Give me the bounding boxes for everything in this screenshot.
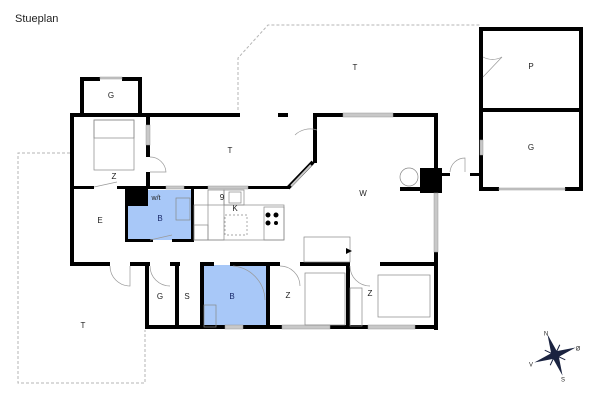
compass-icon <box>534 334 576 376</box>
compass-o: Ø <box>576 347 581 353</box>
room-label: 9 <box>220 193 225 202</box>
room-label: K <box>232 204 238 213</box>
room-label: B <box>157 214 162 223</box>
room-label: G <box>108 91 114 100</box>
page-title: Stueplan <box>15 13 59 25</box>
walls <box>70 27 583 330</box>
compass-n: N <box>544 332 548 338</box>
room-label: T <box>353 63 358 72</box>
room-label: B <box>229 292 234 301</box>
compass-v: V <box>529 363 533 369</box>
door-swings <box>93 56 503 301</box>
room-label: Z <box>286 291 291 300</box>
room-label: Z <box>368 289 373 298</box>
terrace-outlines <box>17 24 480 384</box>
room-label: w/t <box>151 195 161 202</box>
furniture <box>93 119 431 328</box>
room-label: T <box>81 321 86 330</box>
stove <box>265 212 279 226</box>
room-label: G <box>528 143 534 152</box>
room-label: Z <box>112 172 117 181</box>
room-label: P <box>528 62 533 71</box>
room-label: E <box>97 216 102 225</box>
room-labels: T P G G T Z w/t B 9 K W E T G S B Z Z <box>81 62 535 330</box>
windows <box>99 76 566 330</box>
compass-s: S <box>561 378 565 384</box>
room-label: S <box>184 292 189 301</box>
stair-arrow <box>346 248 352 254</box>
bathroom-bottom-fill <box>203 265 266 327</box>
room-label: W <box>359 189 367 198</box>
room-label: T <box>228 146 233 155</box>
room-label: G <box>157 292 163 301</box>
